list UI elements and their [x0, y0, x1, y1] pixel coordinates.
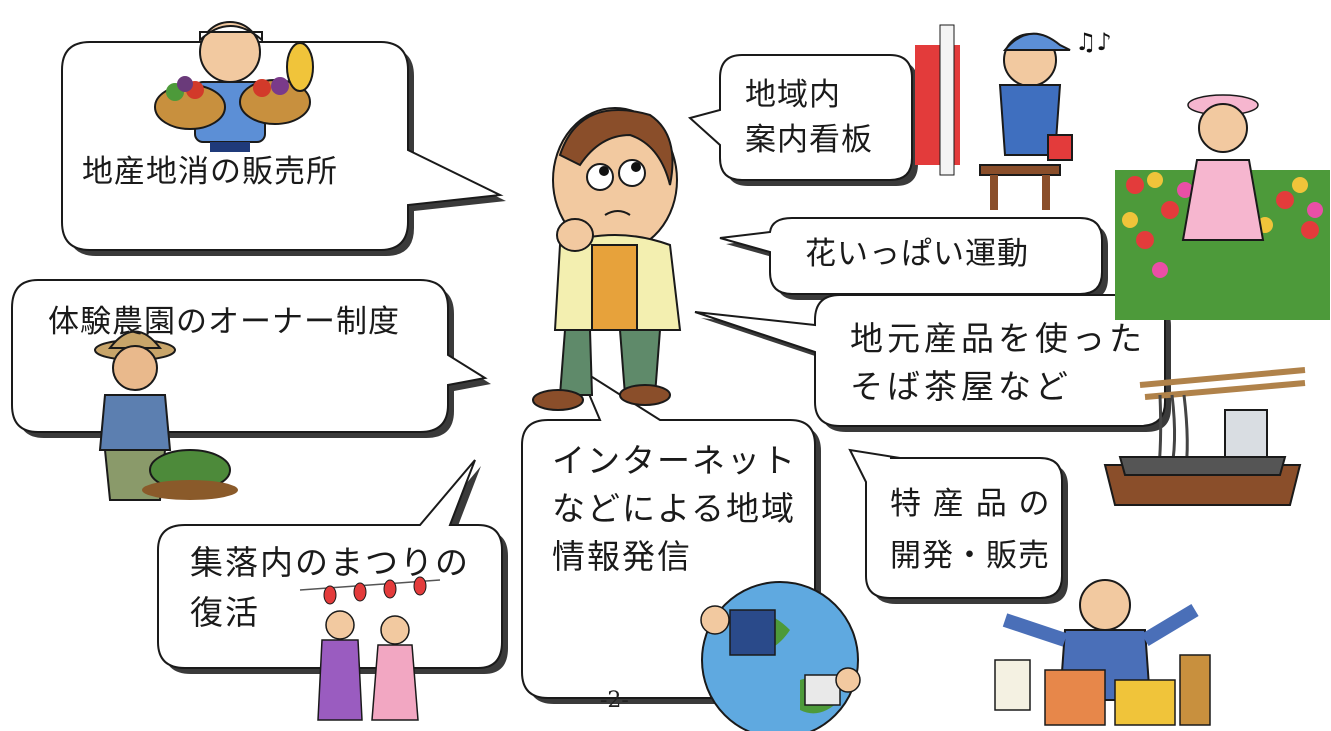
svg-text:♫♪: ♫♪ — [1075, 28, 1112, 56]
soba-label: 地元産品を使った そば茶屋など — [850, 319, 1146, 406]
flowers-label: 花いっぱい運動 — [805, 236, 1029, 272]
specialty-label: 特 産 品 の 開発・販売 — [890, 486, 1051, 574]
farm-owner-label: 体験農園のオーナー制度 — [48, 304, 400, 340]
soba-noodles-icon — [1103, 367, 1306, 506]
salesman-products-icon — [994, 579, 1211, 726]
girl-in-flowers-icon — [1115, 94, 1330, 320]
thinking-man-icon — [532, 107, 682, 411]
farmer-icon — [94, 330, 238, 501]
festival-dancers-icon — [299, 576, 441, 721]
festival-label: 集落内のまつりの 復活 — [190, 543, 470, 632]
internet-label: インターネット などによる地域 情報発信 — [552, 441, 797, 576]
internet-globe-icon — [700, 581, 861, 731]
painter-icon: ♫♪ — [915, 24, 1112, 210]
bubble-signboard — [687, 54, 918, 186]
bubble-local-market — [61, 41, 506, 256]
page-number: -2- — [600, 688, 629, 713]
bubble-festival — [157, 459, 508, 674]
bubble-flowers — [719, 217, 1108, 300]
vegetable-vendor-icon — [154, 21, 314, 152]
local-market-label: 地産地消の販売所 — [82, 154, 338, 190]
bubble-specialty — [848, 448, 1068, 604]
signboard-label: 地域内 案内看板 — [745, 77, 873, 158]
